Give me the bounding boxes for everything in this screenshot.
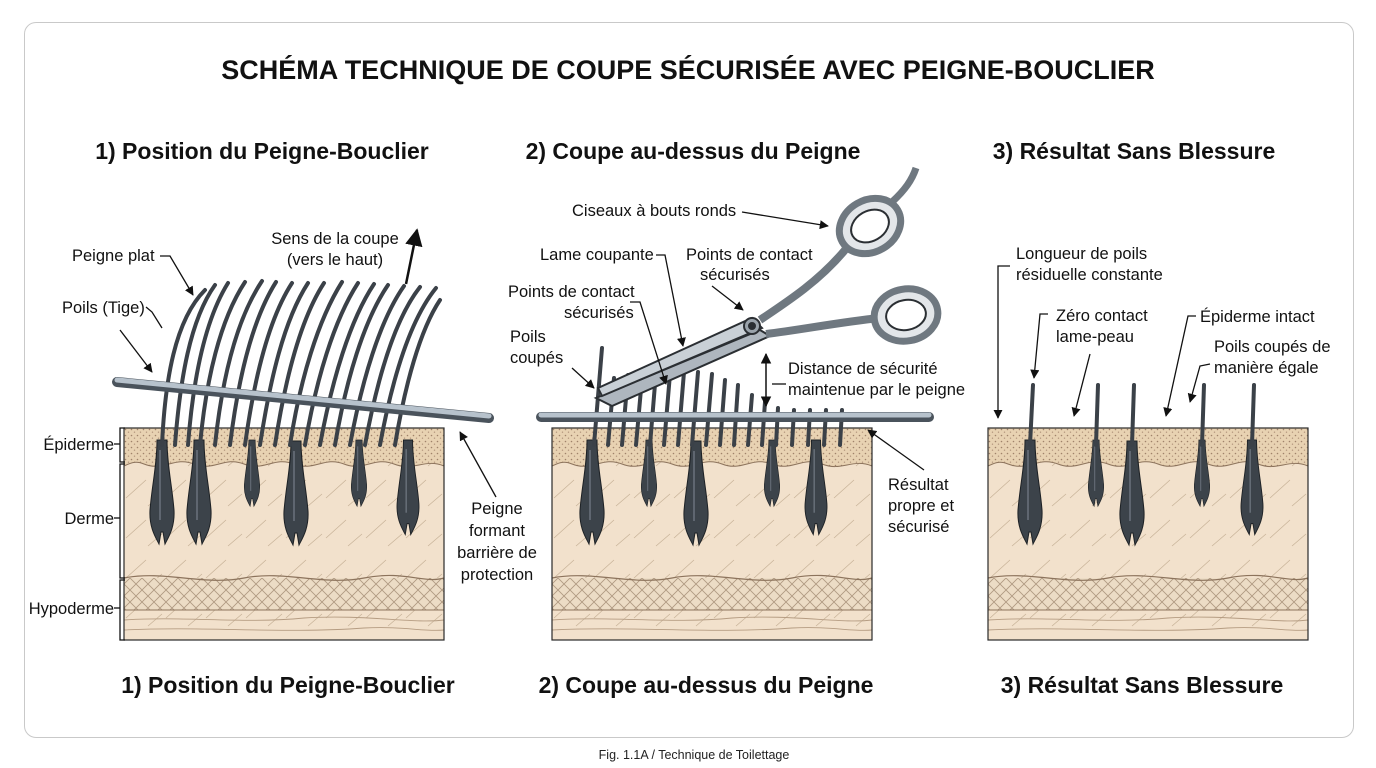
label-distance-1: Distance de sécurité [788, 360, 938, 378]
label-barriere-1: Peigne [471, 500, 522, 518]
label-longueur-2: résiduelle constante [1016, 266, 1163, 284]
label-egale-1: Poils coupés de [1214, 338, 1331, 356]
panel1-skin [123, 427, 445, 641]
label-resultat-1: Résultat [888, 476, 949, 494]
label-longueur-1: Longueur de poils [1016, 245, 1147, 263]
label-zero-2: lame-peau [1056, 328, 1134, 346]
label-distance-2: maintenue par le peigne [788, 381, 965, 399]
label-contact-right-1: Points de contact [686, 246, 813, 264]
panel2-bottom-title: 2) Coupe au-dessus du Peigne [539, 672, 874, 698]
label-resultat-3: sécurisé [888, 518, 949, 536]
label-hypoderme: Hypoderme [29, 600, 114, 618]
panel1-top-title: 1) Position du Peigne-Bouclier [95, 138, 429, 164]
label-ciseaux: Ciseaux à bouts ronds [572, 202, 736, 220]
label-resultat-2: propre et [888, 497, 954, 515]
label-zero-1: Zéro contact [1056, 307, 1148, 325]
label-derme: Derme [64, 510, 114, 528]
main-title: SCHÉMA TECHNIQUE DE COUPE SÉCURISÉE AVEC… [221, 54, 1155, 85]
figure-frame [24, 22, 1354, 738]
cut-direction-arrow [404, 228, 423, 285]
label-poils-tige: Poils (Tige) [62, 299, 145, 317]
panel3-even-hairs [1028, 383, 1256, 447]
panel3-bottom-title: 3) Résultat Sans Blessure [1001, 672, 1284, 698]
scissors [593, 166, 942, 408]
panel1-bottom-title: 1) Position du Peigne-Bouclier [121, 672, 455, 698]
label-epiderme-intact: Épiderme intact [1200, 307, 1315, 326]
label-barriere-2: formant [469, 522, 525, 540]
panel2-top-title: 2) Coupe au-dessus du Peigne [526, 138, 861, 164]
panel3-skin [987, 427, 1309, 641]
label-lame: Lame coupante [540, 246, 654, 264]
label-poils-coupes-1: Poils [510, 328, 546, 346]
label-contact-right-2: sécurisés [700, 266, 770, 284]
panel2-skin [551, 427, 873, 641]
label-egale-2: manière égale [1214, 359, 1319, 377]
label-poils-coupes-2: coupés [510, 349, 563, 367]
label-barriere-3: barrière de [457, 544, 537, 562]
label-barriere-4: protection [461, 566, 533, 584]
figure-caption: Fig. 1.1A / Technique de Toilettage [599, 748, 790, 762]
label-peigne-plat: Peigne plat [72, 247, 155, 265]
label-contact-left-2: sécurisés [564, 304, 634, 322]
label-contact-left-1: Points de contact [508, 283, 635, 301]
label-epiderme: Épiderme [43, 435, 114, 454]
label-sens-coupe-1: Sens de la coupe [271, 230, 399, 248]
layer-brackets [114, 427, 125, 641]
label-sens-coupe-2: (vers le haut) [287, 251, 383, 269]
panel1-hairs [160, 279, 442, 447]
panel3-top-title: 3) Résultat Sans Blessure [993, 138, 1276, 164]
